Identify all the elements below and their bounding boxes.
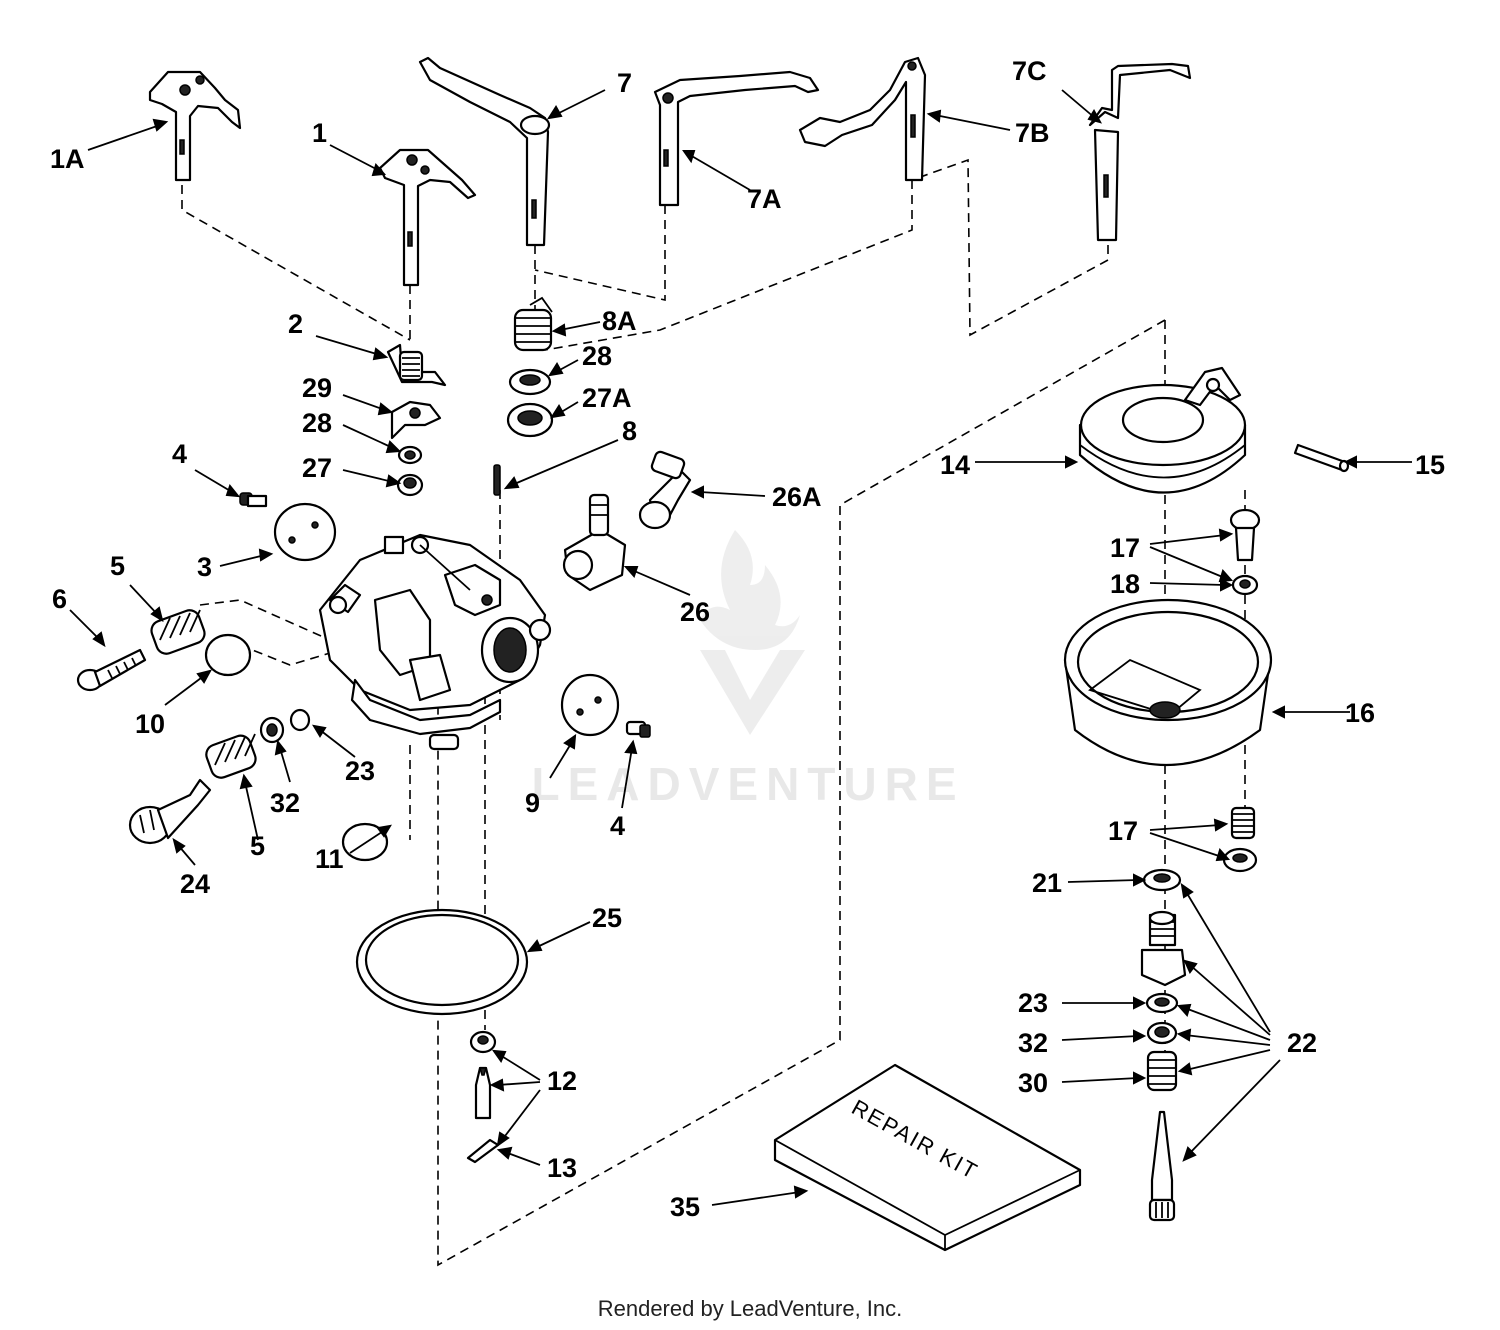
washer-32-right: [1146, 1021, 1178, 1045]
label-30: 30: [1018, 1068, 1048, 1098]
label-6: 6: [52, 584, 67, 614]
label-26: 26: [680, 597, 710, 627]
label-8A: 8A: [602, 306, 637, 336]
label-23-left: 23: [345, 756, 375, 786]
choke-shaft-7A: [653, 70, 820, 207]
seal-27: [396, 473, 424, 497]
label-21: 21: [1032, 868, 1062, 898]
washer-23-left: [289, 708, 311, 732]
welch-plug-10: [204, 633, 252, 677]
label-28-left: 28: [302, 408, 332, 438]
label-4-bottom: 4: [610, 811, 625, 841]
idle-screw-24: [128, 778, 212, 845]
washer-21: [1142, 868, 1182, 892]
label-27: 27: [302, 453, 332, 483]
bowl-drain-17-top: [1229, 508, 1261, 562]
label-8: 8: [622, 416, 637, 446]
spring-5-bottom: [205, 733, 257, 779]
throttle-plate-9: [560, 673, 620, 737]
fuel-fitting-26A: [638, 450, 692, 530]
bowl-gasket-25: [355, 908, 529, 1016]
label-5-bottom: 5: [250, 831, 265, 861]
float-14: [1078, 366, 1247, 494]
spring-17-bottom: [1230, 806, 1256, 840]
bowl-nut-22: [1140, 910, 1187, 987]
label-29: 29: [302, 373, 332, 403]
throttle-plate-3: [273, 502, 337, 562]
leader-lines: [69, 89, 1412, 1206]
label-32-left: 32: [270, 788, 300, 818]
washer-28-right: [508, 368, 552, 396]
label-23-right: 23: [1018, 988, 1048, 1018]
label-35: 35: [670, 1192, 700, 1222]
label-27A: 27A: [582, 383, 632, 413]
retainer-17-bottom: [1222, 847, 1258, 873]
label-1A: 1A: [50, 144, 85, 174]
label-13: 13: [547, 1153, 577, 1183]
label-14: 14: [940, 450, 970, 480]
seal-27A: [506, 402, 554, 438]
label-1: 1: [312, 118, 327, 148]
label-32-right: 32: [1018, 1028, 1048, 1058]
watermark-text: LEADVENTURE: [531, 758, 964, 810]
label-17-top: 17: [1110, 533, 1140, 563]
float-pin-15: [1293, 443, 1350, 473]
label-24: 24: [180, 869, 210, 899]
label-7C: 7C: [1012, 56, 1047, 86]
washer-28-left: [397, 445, 423, 465]
screw-4-top: [239, 492, 268, 508]
washer-32-left: [259, 716, 285, 744]
label-7A: 7A: [747, 184, 782, 214]
label-16: 16: [1345, 698, 1375, 728]
label-4-top: 4: [172, 439, 187, 469]
label-10: 10: [135, 709, 165, 739]
label-7B: 7B: [1015, 118, 1050, 148]
screw-4-bottom: [625, 720, 651, 738]
repair-kit-35: REPAIR KIT: [773, 1063, 1082, 1252]
washer-18: [1231, 574, 1259, 596]
clip-13: [466, 1138, 500, 1164]
inlet-needle-12: [474, 1066, 492, 1120]
choke-shaft-7C: [1088, 62, 1192, 242]
inlet-seat-12: [469, 1030, 497, 1054]
label-3: 3: [197, 552, 212, 582]
choke-shaft-7: [418, 56, 551, 247]
pin-8: [493, 464, 501, 496]
throttle-shaft-1: [378, 148, 477, 287]
label-12: 12: [547, 1066, 577, 1096]
label-18: 18: [1110, 569, 1140, 599]
fuel-fitting-26: [562, 493, 627, 592]
spring-5-top: [150, 609, 206, 655]
label-9: 9: [525, 788, 540, 818]
choke-spring-8A: [513, 296, 553, 352]
bracket-29: [390, 400, 442, 440]
label-28-right: 28: [582, 341, 612, 371]
washer-23-right: [1145, 992, 1179, 1014]
label-25: 25: [592, 903, 622, 933]
spring-30: [1146, 1050, 1178, 1092]
screw-6: [76, 648, 147, 692]
mixture-needle-22: [1148, 1110, 1176, 1222]
choke-shaft-7B: [798, 56, 927, 182]
label-17-bottom: 17: [1108, 816, 1138, 846]
watermark: LEADVENTURE: [531, 530, 964, 810]
throttle-shaft-1A: [148, 70, 242, 182]
label-11: 11: [315, 844, 344, 874]
label-7: 7: [617, 68, 632, 98]
label-22: 22: [1287, 1028, 1317, 1058]
footer-credit: Rendered by LeadVenture, Inc.: [597, 1296, 903, 1321]
label-26A: 26A: [772, 482, 822, 512]
carburetor-body: [318, 533, 552, 751]
throttle-spring-2: [386, 343, 447, 387]
part-labels: 1A 1 7 7A 7B 7C 2 8A 28 29 27A 28 8 4 27…: [50, 56, 1445, 1222]
label-2: 2: [288, 309, 303, 339]
float-bowl-16: [1063, 598, 1273, 766]
label-5-top: 5: [110, 551, 125, 581]
label-15: 15: [1415, 450, 1445, 480]
